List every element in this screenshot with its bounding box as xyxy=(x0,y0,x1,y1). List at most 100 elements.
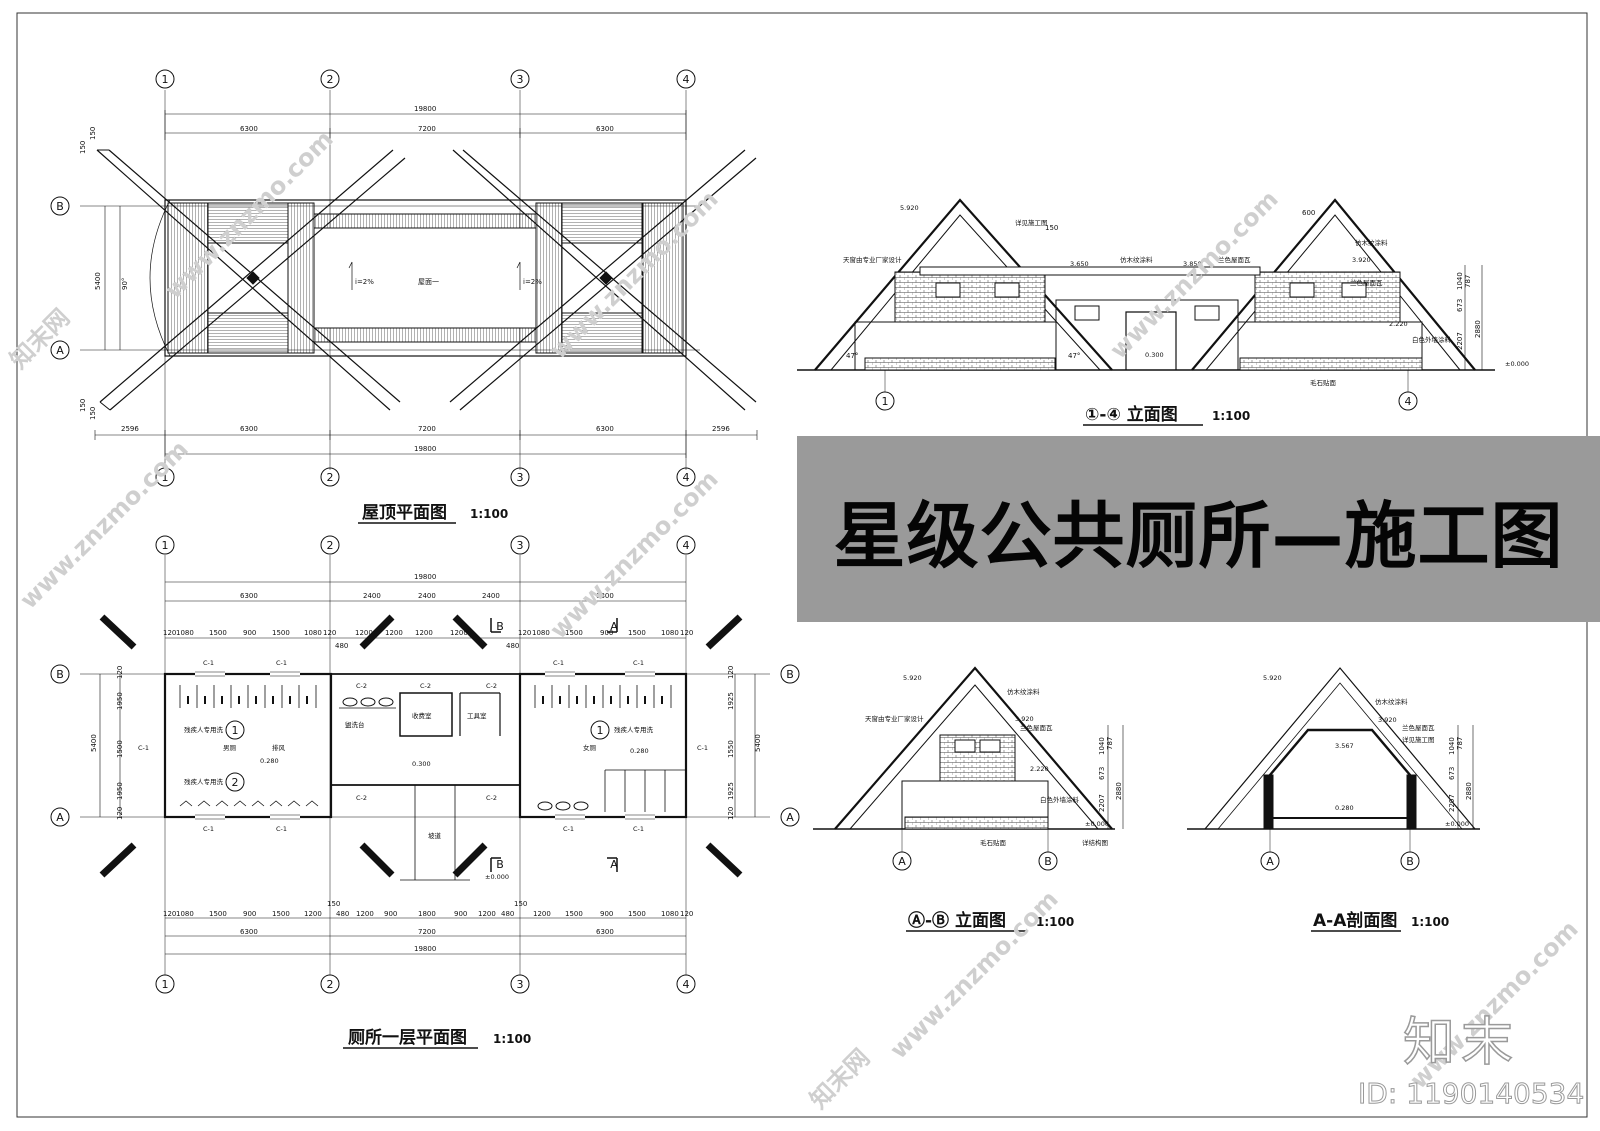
roof-plan-texts: 1 2 3 4 1 2 3 4 B A 19800 6300 7200 6300… xyxy=(56,73,730,523)
fp-bot-17: 1500 xyxy=(565,910,583,918)
el14-note-3: 仿木纹涂料 xyxy=(1120,255,1153,264)
elab-dim-5: 2880 xyxy=(1115,782,1123,800)
fp-right-total: 5400 xyxy=(754,734,762,752)
el14-note-5: 白色外墙涂料 xyxy=(1412,335,1452,344)
fp-duty: 收费室 xyxy=(412,711,432,720)
fp-bot-14: 480 xyxy=(501,910,514,918)
roof-dim-tip-2: 150 xyxy=(89,127,97,140)
elab-dim-1: 1040 xyxy=(1098,737,1106,755)
fp-circle-3: 1 xyxy=(597,724,604,737)
el14-note-4: 兰色屋面瓦 xyxy=(1218,255,1251,264)
fp-axis-4-bottom: 4 xyxy=(683,978,690,991)
fp-sect-b-bottom: B xyxy=(496,858,504,871)
watermark-brand-2: 知末网 xyxy=(804,1044,875,1115)
elab-dim-3: 787 xyxy=(1106,737,1114,750)
el14-note-1: 详见施工图 xyxy=(1015,218,1048,227)
fp-sub-12: 1200 xyxy=(450,629,468,637)
fp-sub-8: 480 xyxy=(335,642,348,650)
fp-dim-overall: 19800 xyxy=(414,573,436,581)
elev-1-4-title: ①-④ 立面图 xyxy=(1085,404,1178,425)
fp-sub-14: 120 xyxy=(518,629,531,637)
el14-dim-4: 2207 xyxy=(1456,332,1464,350)
fp-bot-2: 1080 xyxy=(176,910,194,918)
fp-right-5: 120 xyxy=(727,807,735,820)
floor-plan-scale: 1:100 xyxy=(493,1032,531,1046)
fp-left-3: 1500 xyxy=(116,740,124,758)
fp-sub-17: 900 xyxy=(600,629,613,637)
elab-note-5: 毛石贴面 xyxy=(980,838,1007,847)
axis-b: B xyxy=(56,200,64,213)
roof-plan-title: 屋顶平面图 xyxy=(362,503,447,523)
sec-dim-1: 1040 xyxy=(1448,737,1456,755)
fp-sub-6: 1080 xyxy=(304,629,322,637)
el14-note-6: 毛石贴面 xyxy=(1310,378,1337,387)
fp-circle-1: 1 xyxy=(232,724,239,737)
fp-dim-top-1: 6300 xyxy=(240,592,258,600)
section-a-a-texts: A B 5.920 3.920 3.567 0.280 ±0.000 仿木纹涂料… xyxy=(1263,674,1473,931)
fp-bot-11: 1800 xyxy=(418,910,436,918)
roof-dim-bottom-1: 2596 xyxy=(121,425,139,433)
fp-c1-3: C-1 xyxy=(553,659,564,667)
fp-exhaust: 排风 xyxy=(272,743,286,752)
el14-dim-6: 150 xyxy=(1045,224,1058,232)
fp-dim-top-4: 2400 xyxy=(482,592,500,600)
fp-sub-1: 120 xyxy=(163,629,176,637)
fp-c2-3: C-2 xyxy=(486,682,497,690)
fp-left-5: 120 xyxy=(116,807,124,820)
fp-bot-9: 1200 xyxy=(356,910,374,918)
fp-axis-a-left: A xyxy=(56,811,64,824)
fp-axis-1-bottom: 1 xyxy=(162,978,169,991)
axis-a: A xyxy=(56,344,64,357)
roof-dim-left: 5400 xyxy=(94,272,102,290)
fp-bot-3: 1500 xyxy=(209,910,227,918)
fp-ramp: 坡道 xyxy=(428,831,442,840)
roof-slope-left: i=2% xyxy=(355,278,374,286)
fp-left-2: 1950 xyxy=(116,692,124,710)
fp-wash: 盥洗台 xyxy=(345,720,365,729)
fp-bot-main-3: 6300 xyxy=(596,928,614,936)
brand-logo: 知末 xyxy=(1402,1012,1520,1074)
fp-bot-5: 1500 xyxy=(272,910,290,918)
el14-note-8: 兰色屋面瓦 xyxy=(1350,278,1383,287)
fp-bot-main-1: 6300 xyxy=(240,928,258,936)
fp-bot-4: 900 xyxy=(243,910,256,918)
fp-bot-12: 900 xyxy=(454,910,467,918)
sec-dim-2: 673 xyxy=(1448,767,1456,780)
fp-male: 男厕 xyxy=(223,744,237,752)
section-a-a-scale: 1:100 xyxy=(1411,915,1449,929)
fp-c1-9: C-1 xyxy=(138,744,149,752)
sec-axis-a: A xyxy=(1266,855,1274,868)
fp-sub-11: 1200 xyxy=(415,629,433,637)
fp-axis-b-left: B xyxy=(56,668,64,681)
roof-label: 屋面一 xyxy=(418,278,439,286)
roof-dim-top-3: 6300 xyxy=(596,125,614,133)
elev-a-b-title: Ⓐ-Ⓑ 立面图 xyxy=(908,910,1006,931)
fp-right-3: 1550 xyxy=(727,740,735,758)
fp-right-4: 1925 xyxy=(727,782,735,800)
fp-bot-10: 900 xyxy=(384,910,397,918)
roof-dim-angle: 90° xyxy=(121,278,129,290)
fp-accessible-1: 残疾人专用洗 xyxy=(184,725,224,734)
el14-note-2: 天窗由专业厂家设计 xyxy=(843,255,902,264)
elab-note-1: 天窗由专业厂家设计 xyxy=(865,714,924,723)
roof-plan xyxy=(50,69,758,487)
fp-elev-4: ±0.000 xyxy=(485,873,509,881)
fp-circle-2: 2 xyxy=(232,776,239,789)
fp-sub-18: 1500 xyxy=(628,629,646,637)
fp-axis-b-right: B xyxy=(786,668,794,681)
fp-bot-21: 120 xyxy=(680,910,693,918)
axis-3-top: 3 xyxy=(517,73,524,86)
elab-note-2: 仿木纹涂料 xyxy=(1007,687,1040,696)
roof-dim-bottom-5: 2596 xyxy=(712,425,730,433)
elab-note-3: 兰色屋面瓦 xyxy=(1020,723,1053,732)
fp-sect-b-top: B xyxy=(496,620,504,633)
fp-bot-13: 1200 xyxy=(478,910,496,918)
fp-sub-16: 1500 xyxy=(565,629,583,637)
fp-bot-16: 1200 xyxy=(533,910,551,918)
el14-dim-8: 47° xyxy=(846,352,858,360)
el14-dim-9: 47° xyxy=(1068,352,1080,360)
banner-title: 星级公共厕所—施工图 xyxy=(833,493,1564,578)
fp-axis-3-bottom: 3 xyxy=(517,978,524,991)
fp-right-2: 1925 xyxy=(727,692,735,710)
fp-bot-main-2: 7200 xyxy=(418,928,436,936)
